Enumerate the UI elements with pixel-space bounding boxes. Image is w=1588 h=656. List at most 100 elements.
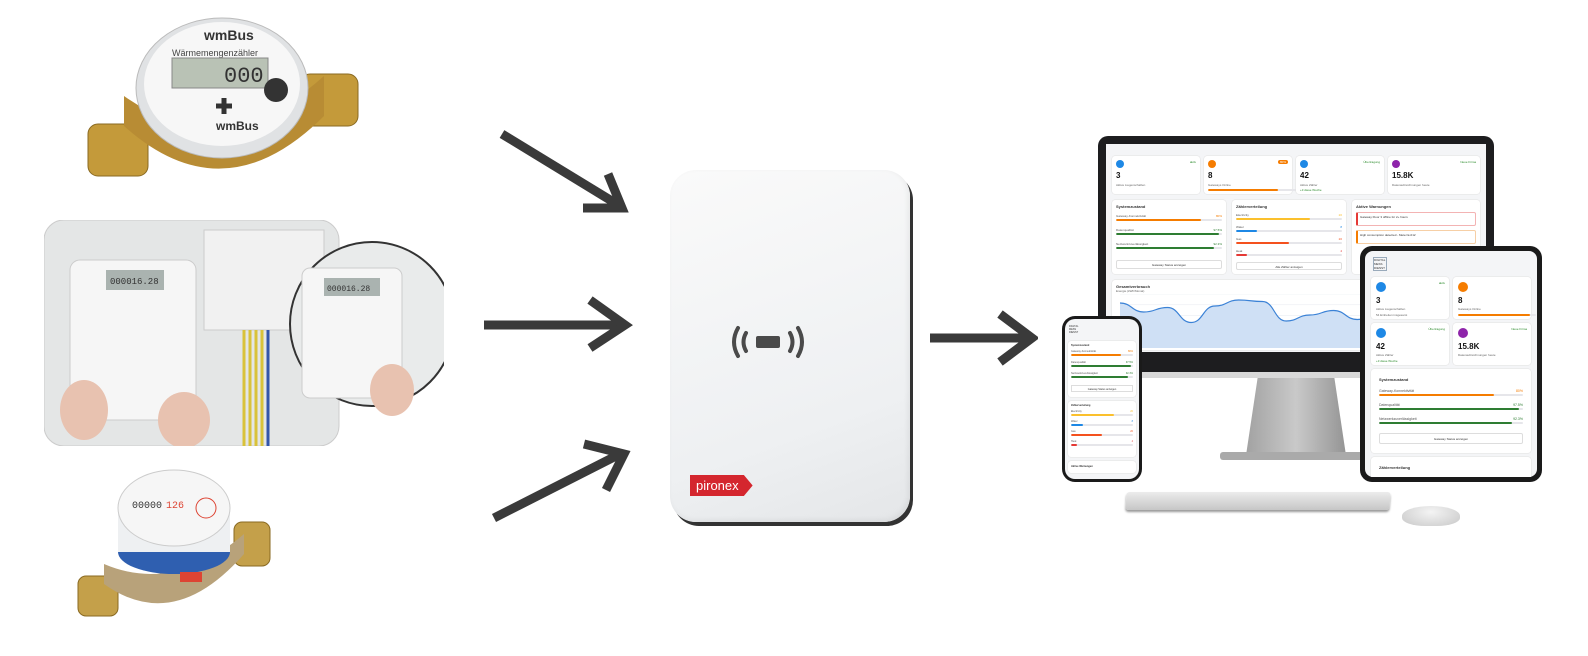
arrow-bottom-icon [491,449,623,523]
electricity-meter-zoom-display: 000016.28 [327,285,370,294]
home-icon [1116,160,1124,168]
stat-card-meters[interactable]: Übertragung 42 Aktive Zähler +3 diese Wo… [1371,323,1449,365]
chart-point [1190,322,1192,323]
monitor-stand [1245,378,1347,458]
stat-card-records[interactable]: Neue Firma 15.8K Datenaufzeichnungen heu… [1453,323,1531,365]
progress-label: Electricity [1236,213,1249,217]
heat-meter-label: Wärmemengenzähler [172,48,258,58]
progress-bar [1071,424,1133,426]
progress-bar [1236,218,1342,220]
progress-bar [1236,254,1342,256]
progress-bar [1379,408,1523,410]
progress-value: 97.5% [1125,361,1133,364]
warnings-card: Aktive Warnungen [1068,461,1136,473]
meter-icon [1300,160,1308,168]
progress-row: Gateway-Konnektivität 80% [1116,214,1222,221]
progress-bar [1379,394,1523,396]
progress-label: Gateway-Konnektivität [1071,350,1097,353]
progress-row: Water 8 [1071,420,1133,426]
progress-value: 92.3% [1213,242,1222,246]
progress-row: Heat 4 [1236,249,1342,256]
progress-row: Water 8 [1236,225,1342,232]
warning-item[interactable]: High consumption detected - Meter E-012 [1356,230,1476,244]
app-logo: DIGITAL MESS DIENST [1373,257,1387,271]
progress-value: 4 [1340,249,1342,253]
input-arrows [484,130,633,523]
progress-value: 97.5% [1213,228,1222,232]
meter-icon [1376,328,1386,338]
phone-dashboard: DIGITAL MESS DIENST Systemzustand Gatewa… [1065,319,1139,479]
stat-card-properties[interactable]: aktiv 3 Aktive Liegenschaften 54 Einheit… [1371,277,1449,319]
progress-label: Water [1236,225,1244,229]
progress-label: Heat [1071,440,1077,443]
progress-value: 20 [1338,237,1342,241]
gateway-device: pironex [670,170,910,522]
progress-bar [1116,247,1222,249]
stat-card-gateways[interactable]: 8 Gateways Online [1453,277,1536,319]
heat-meter: wmBus Wärmemengenzähler 000 wmBus [84,6,364,196]
router-icon [1208,160,1216,168]
chart-point [1143,311,1145,313]
progress-bar [1116,233,1222,235]
progress-value: 8 [1340,225,1342,229]
progress-bar [1071,376,1133,378]
keyboard [1125,492,1391,510]
progress-label: Gateway-Konnektivität [1116,214,1147,218]
home-icon [1376,282,1386,292]
progress-bar [1379,422,1523,424]
chart-point [1167,307,1168,308]
chart-point [1356,319,1358,320]
smartphone: DIGITAL MESS DIENST Systemzustand Gatewa… [1062,316,1142,482]
chart-point [1214,305,1216,307]
progress-value: 97.5% [1513,403,1523,407]
gateway-status-button[interactable]: Gateway Status anzeigen [1116,260,1222,269]
heat-meter-brand-bottom: wmBus [215,119,259,133]
stat-card-meters[interactable]: Übertragung 42 Aktive Zähler +3 diese Wo… [1296,156,1384,194]
progress-row: Netzwerkzuverlässigkeit 92.3% [1116,242,1222,249]
app-logo: DIGITAL MESS DIENST [1069,325,1079,334]
stat-card-properties[interactable]: aktiv 3 Aktive Liegenschaften [1112,156,1200,194]
progress-row: Datenqualität 97.5% [1379,403,1523,410]
progress-value: 80% [1127,350,1133,353]
progress-bar [1071,434,1133,436]
progress-value: 8 [1131,420,1133,423]
progress-label: Gateway-Konnektivität [1379,389,1415,393]
stat-card-records[interactable]: Neue Firma 15.8K Datenaufzeichnungen heu… [1388,156,1480,194]
monitor-stand-base [1220,452,1370,460]
warning-item[interactable]: Gateway Floor 3 offline for 2+ hours [1356,212,1476,226]
progress-bar [1071,365,1133,367]
gateway-status-button[interactable]: Gateway Status anzeigen [1379,433,1523,444]
chart-point [1309,314,1311,316]
progress-bar [1116,219,1222,221]
nfc-icon [732,326,804,358]
progress-label: Datenqualität [1116,228,1134,232]
progress-label: Datenqualität [1379,403,1400,407]
progress-label: Netzwerkzuverlässigkeit [1116,242,1149,246]
heat-meter-brand: wmBus [203,27,254,43]
database-icon [1458,328,1468,338]
progress-label: Heat [1236,249,1243,253]
progress-value: 80% [1215,214,1222,218]
progress-label: Water [1071,420,1078,423]
gateway-status-button[interactable]: Gateway Status anzeigen [1071,385,1133,392]
chart-point [1333,310,1334,311]
arrow-top-icon [499,130,623,210]
meter-distribution-card: Zählerverteilung [1371,457,1531,477]
all-meters-button[interactable]: Alle Zähler anzeigen [1236,262,1342,270]
electricity-meter-display: 000016.28 [110,277,159,287]
progress-value: 92.3% [1125,372,1133,375]
database-icon [1392,160,1400,168]
water-meter: 00000 126 [74,464,274,624]
router-icon [1458,282,1468,292]
heat-meter-display: 000 [224,64,264,89]
stat-card-gateways[interactable]: 80% 8 Gateways Online [1204,156,1296,194]
progress-bar [1071,354,1133,356]
